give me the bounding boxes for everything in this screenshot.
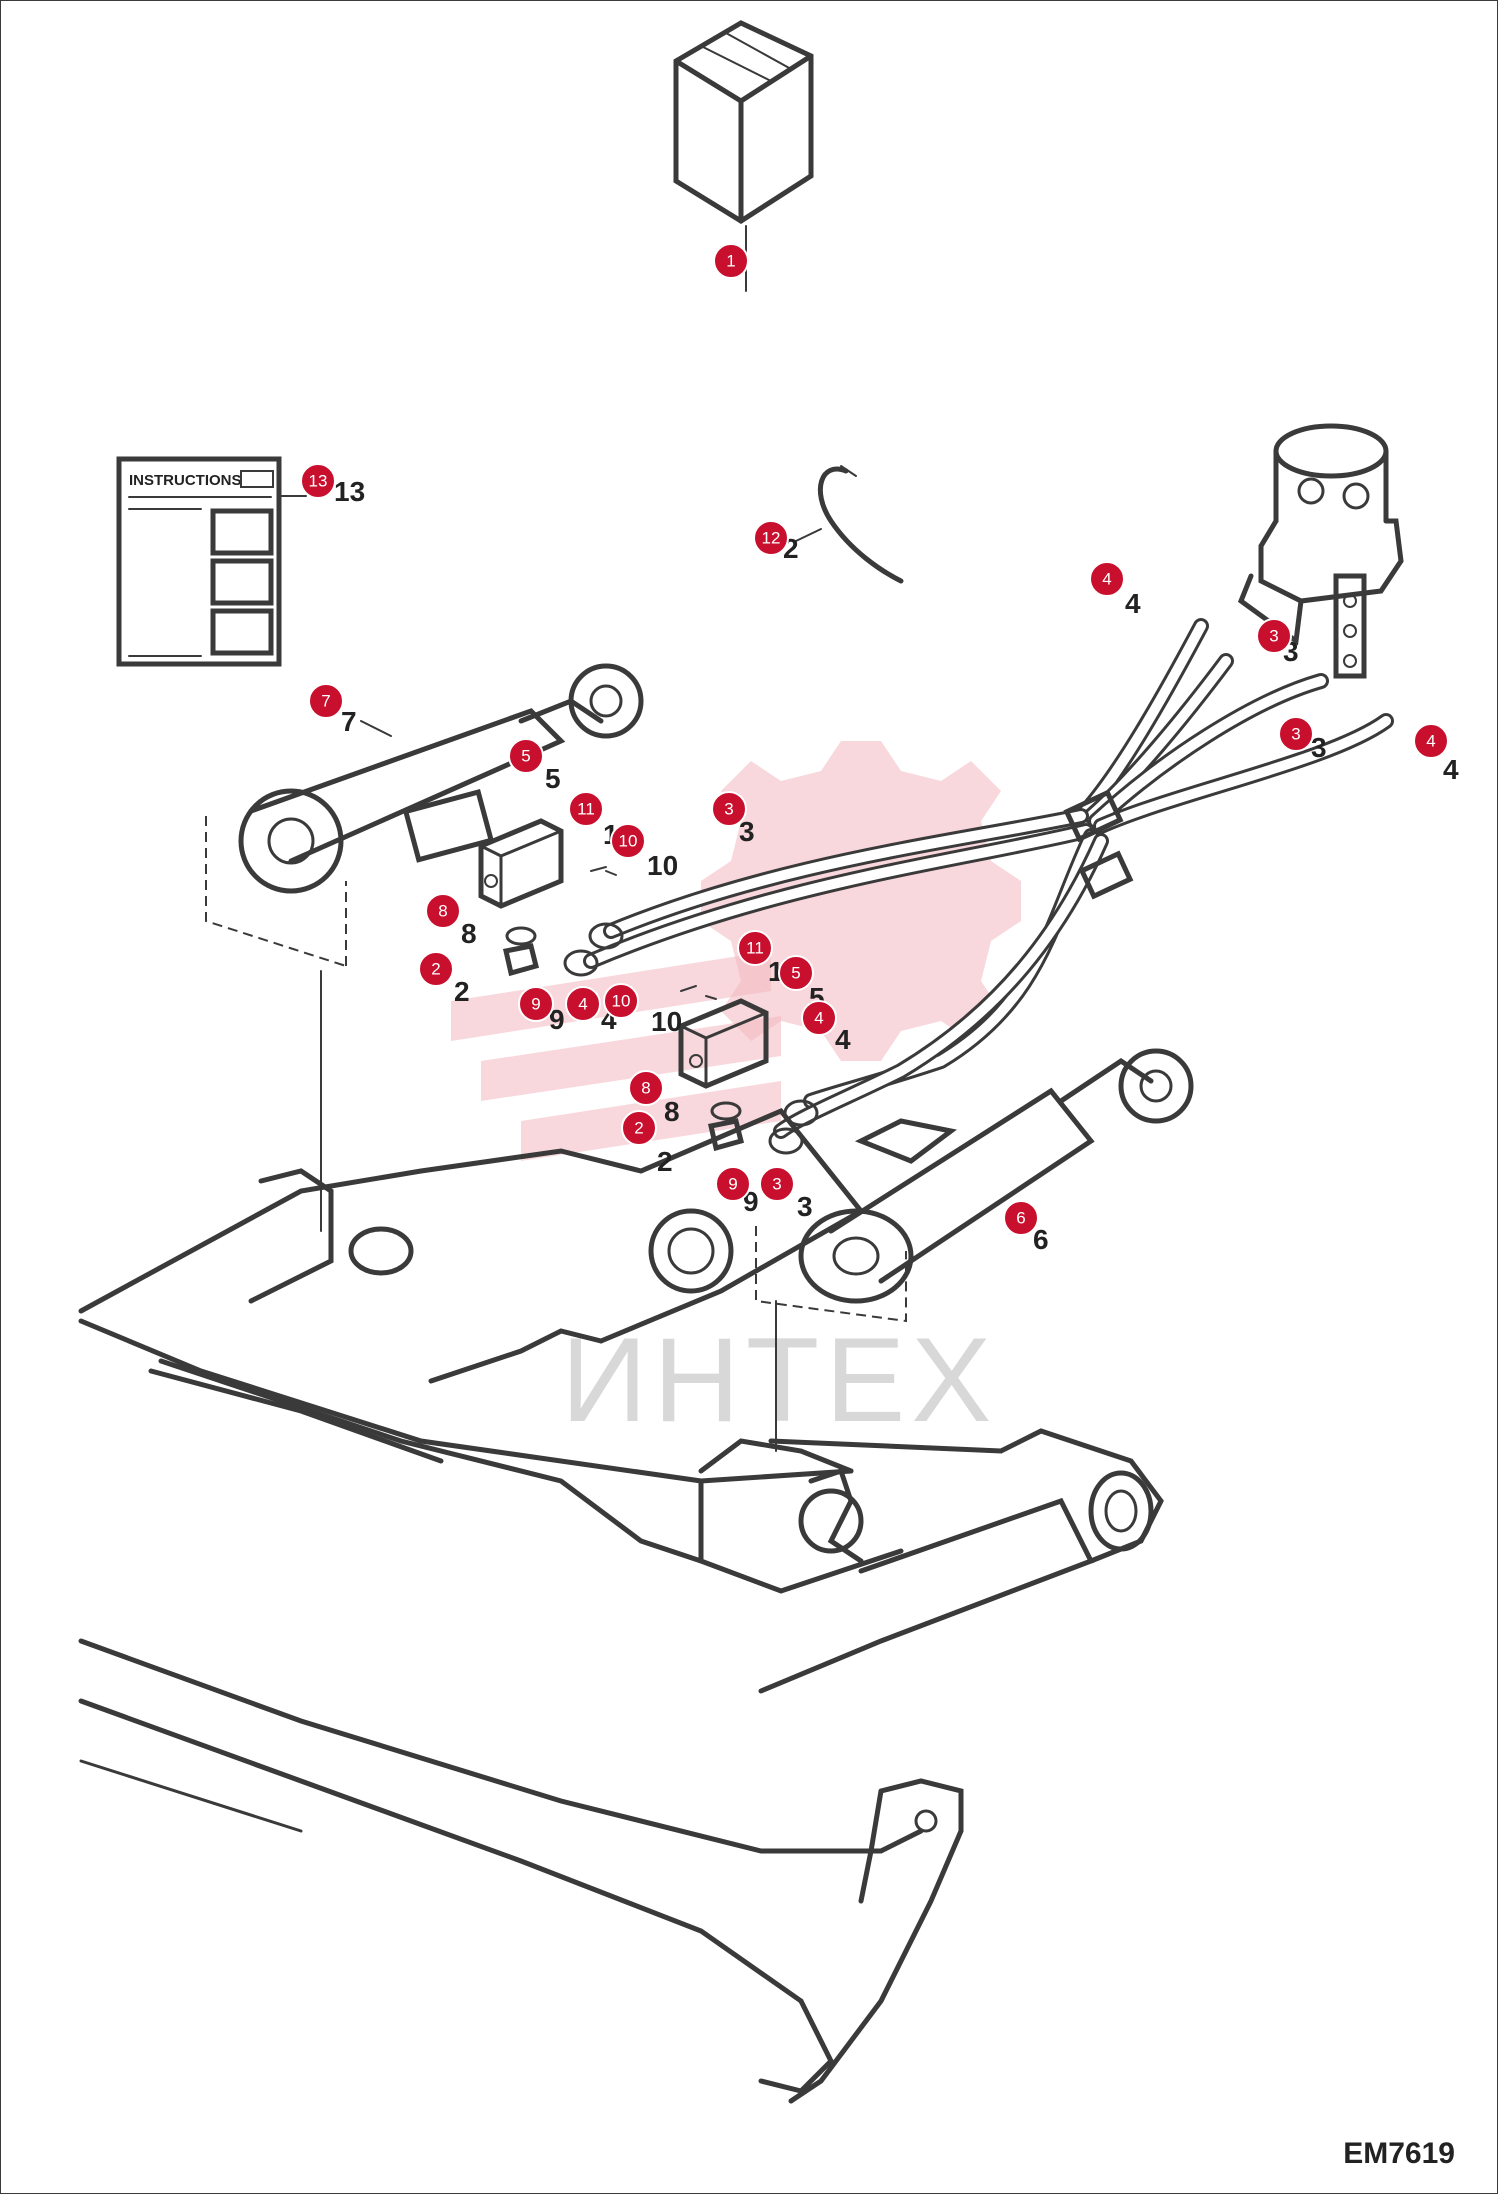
svg-text:4: 4 [1102, 570, 1111, 589]
part-number-labels: 1324334751103829410115482936 [334, 476, 1459, 1255]
callout-marker-2[interactable]: 2 [621, 1110, 657, 1146]
part-number-9: 9 [549, 1004, 565, 1035]
part-7-blade-cylinder [238, 663, 644, 894]
part-number-3: 3 [739, 816, 755, 847]
callout-marker-1[interactable]: 1 [713, 243, 749, 279]
callout-marker-4[interactable]: 4 [1413, 723, 1449, 759]
callout-marker-11[interactable]: 11 [568, 791, 604, 827]
svg-text:5: 5 [791, 964, 800, 983]
svg-text:11: 11 [577, 800, 595, 819]
svg-text:12: 12 [762, 529, 781, 548]
svg-text:9: 9 [728, 1175, 737, 1194]
callout-marker-9[interactable]: 9 [715, 1166, 751, 1202]
callout-marker-13[interactable]: 13 [300, 463, 336, 499]
part-number-3: 3 [797, 1191, 813, 1222]
part-number-5: 5 [545, 763, 561, 794]
hydraulic-hoses [583, 618, 1394, 1139]
part-number-3: 3 [1311, 732, 1327, 763]
callout-marker-7[interactable]: 7 [308, 683, 344, 719]
svg-text:10: 10 [612, 992, 631, 1011]
callout-marker-10[interactable]: 10 [603, 983, 639, 1019]
callout-marker-6[interactable]: 6 [1003, 1200, 1039, 1236]
part-number-7: 7 [341, 706, 357, 737]
part-1-package-box [673, 20, 814, 292]
fittings-lower [680, 985, 819, 1155]
part-number-4: 4 [1125, 588, 1141, 619]
svg-text:6: 6 [1016, 1209, 1025, 1228]
svg-text:2: 2 [634, 1119, 643, 1138]
callout-marker-9[interactable]: 9 [518, 986, 554, 1022]
svg-text:3: 3 [1269, 627, 1278, 646]
svg-text:3: 3 [772, 1175, 781, 1194]
svg-text:11: 11 [746, 939, 764, 958]
callout-marker-12[interactable]: 12 [753, 520, 789, 556]
part-number-10: 10 [647, 850, 678, 881]
svg-text:4: 4 [814, 1009, 823, 1028]
part-12-cable-tie [795, 465, 904, 584]
drawing-code: EM7619 [1343, 2137, 1455, 2170]
part-number-2: 2 [657, 1146, 673, 1177]
part-number-8: 8 [461, 918, 477, 949]
callout-marker-11[interactable]: 11 [737, 930, 773, 966]
svg-text:9: 9 [531, 995, 540, 1014]
callout-marker-4[interactable]: 4 [565, 986, 601, 1022]
svg-text:3: 3 [1291, 725, 1300, 744]
svg-text:4: 4 [1426, 732, 1435, 751]
svg-text:1: 1 [726, 252, 735, 271]
part-number-10: 10 [651, 1006, 682, 1037]
callout-marker-8[interactable]: 8 [425, 893, 461, 929]
svg-text:8: 8 [438, 902, 447, 921]
part-13-instructions-sheet: INSTRUCTIONS [116, 456, 307, 667]
dozer-blade [78, 1638, 964, 2104]
callout-marker-8[interactable]: 8 [628, 1070, 664, 1106]
callout-marker-5[interactable]: 5 [778, 955, 814, 991]
fittings-upper [502, 866, 624, 977]
svg-text:8: 8 [641, 1079, 650, 1098]
part-number-2: 2 [454, 976, 470, 1007]
callout-marker-3[interactable]: 3 [759, 1166, 795, 1202]
svg-text:5: 5 [521, 747, 530, 766]
svg-text:4: 4 [578, 995, 587, 1014]
callout-marker-4[interactable]: 4 [1089, 561, 1125, 597]
svg-text:2: 2 [431, 960, 440, 979]
svg-text:7: 7 [321, 692, 330, 711]
callout-marker-4[interactable]: 4 [801, 1000, 837, 1036]
svg-text:3: 3 [724, 800, 733, 819]
callout-marker-5[interactable]: 5 [508, 738, 544, 774]
part-number-6: 6 [1033, 1224, 1049, 1255]
part-number-4: 4 [835, 1024, 851, 1055]
svg-text:10: 10 [619, 832, 638, 851]
callout-marker-3[interactable]: 3 [1256, 618, 1292, 654]
callout-marker-10[interactable]: 10 [610, 823, 646, 859]
part-5-valve-block-upper [478, 818, 564, 909]
callout-marker-3[interactable]: 3 [711, 791, 747, 827]
part-number-8: 8 [664, 1096, 680, 1127]
part-number-13: 13 [334, 476, 365, 507]
callout-marker-2[interactable]: 2 [418, 951, 454, 987]
callout-marker-3[interactable]: 3 [1278, 716, 1314, 752]
svg-text:13: 13 [309, 472, 328, 491]
part-number-4: 4 [1443, 754, 1459, 785]
part-5-valve-block-lower [678, 998, 769, 1089]
instructions-label: INSTRUCTIONS [129, 472, 242, 489]
dozer-frame [78, 1107, 1164, 1694]
